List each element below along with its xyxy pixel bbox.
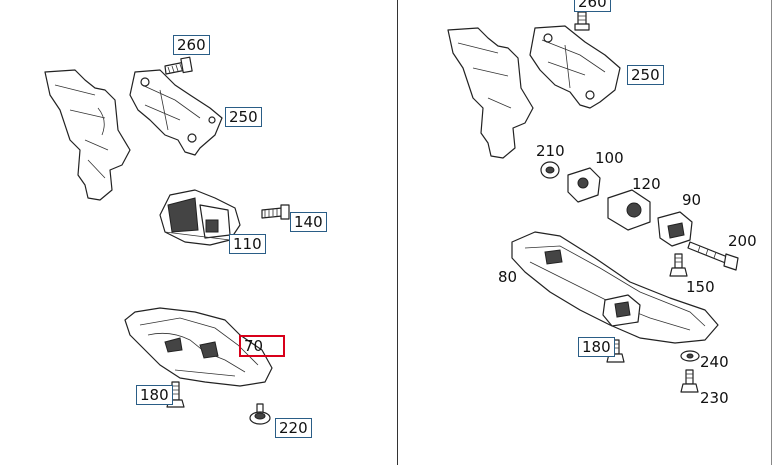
bolt-230 [680, 369, 699, 393]
callout-120[interactable]: 120 [632, 175, 661, 193]
bolt-150 [669, 253, 688, 277]
callout-250-left[interactable]: 250 [225, 107, 262, 127]
mount-90 [657, 211, 693, 247]
bolt-260-left [164, 56, 193, 75]
callout-80[interactable]: 80 [498, 268, 518, 286]
callout-240[interactable]: 240 [700, 353, 729, 371]
washer-240 [680, 350, 700, 362]
nut-220-left [249, 403, 271, 425]
callout-180-left[interactable]: 180 [136, 385, 173, 405]
callout-210[interactable]: 210 [536, 142, 565, 160]
panel-divider [397, 0, 398, 465]
bolt-200 [687, 241, 739, 271]
transmission-bracket-250-left [129, 69, 223, 156]
callout-250-right[interactable]: 250 [627, 65, 664, 85]
transmission-housing-right [447, 27, 534, 159]
transmission-housing-left [44, 69, 131, 201]
callout-230[interactable]: 230 [700, 389, 729, 407]
engine-mount-110-left [159, 189, 241, 246]
callout-70-selected[interactable]: 70 [239, 335, 285, 357]
callout-260-right[interactable]: 260 [574, 0, 611, 12]
callout-260-left[interactable]: 260 [173, 35, 210, 55]
callout-200[interactable]: 200 [728, 232, 757, 250]
bushing-120 [607, 189, 651, 231]
crossmember-80 [511, 231, 719, 344]
callout-100[interactable]: 100 [595, 149, 624, 167]
crossmember-70-left [124, 307, 273, 387]
callout-140-left[interactable]: 140 [290, 212, 327, 232]
callout-110-left[interactable]: 110 [229, 234, 266, 254]
bolt-260-right [574, 11, 590, 31]
callout-220-left[interactable]: 220 [275, 418, 312, 438]
callout-180-right[interactable]: 180 [578, 337, 615, 357]
bushing-100 [567, 167, 601, 203]
callout-90[interactable]: 90 [682, 191, 702, 209]
bolt-140-left [261, 204, 290, 220]
transmission-bracket-250-right [529, 25, 621, 109]
callout-150[interactable]: 150 [686, 278, 715, 296]
washer-210 [540, 161, 560, 179]
